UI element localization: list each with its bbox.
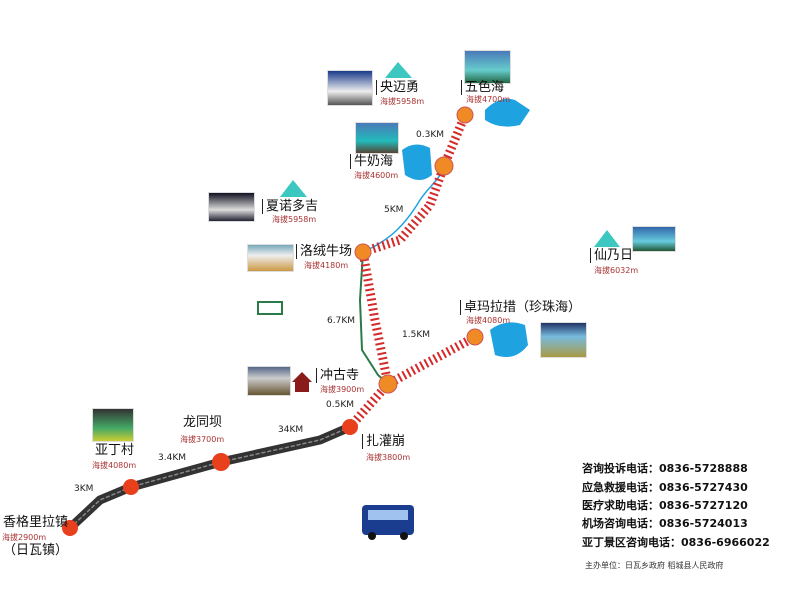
contact-phone: 0836-5727120 — [659, 499, 748, 512]
contact-label: 医疗求助电话： — [582, 499, 659, 512]
label-yadingcun: 亚丁村 — [95, 443, 135, 458]
contact-phone: 0836-6966022 — [681, 536, 770, 549]
label-chonggusi: 冲古寺 — [316, 368, 359, 383]
contact-emergency: 应急救援电话：0836-5727430 — [582, 479, 748, 495]
sightseeing-car-icon — [257, 301, 283, 315]
contact-phone: 0836-5727430 — [659, 481, 748, 494]
alt-xiannairi: 海拔6032m — [594, 266, 639, 275]
alt-yangmaiyong: 海拔5958m — [380, 97, 425, 106]
bus-icon — [362, 505, 414, 540]
photo-niunaihai — [355, 122, 399, 154]
mountain-icons — [280, 62, 620, 247]
contact-label: 亚丁景区咨询电话： — [582, 536, 681, 549]
alt-luorong: 海拔4180m — [304, 261, 349, 270]
photo-chonggusi — [247, 366, 291, 396]
contact-phone: 0836-5724013 — [659, 517, 748, 530]
distance-label: 34KM — [278, 425, 304, 435]
contact-scenic: 亚丁景区咨询电话：0836-6966022 — [582, 534, 770, 550]
photo-zhuomalacuo — [540, 322, 587, 358]
alt-yadingcun: 海拔4080m — [92, 461, 137, 470]
distance-label: 3KM — [74, 484, 94, 494]
label-xiannairi: 仙乃日 — [590, 248, 633, 263]
lakes — [402, 98, 530, 358]
alt-chonggusi: 海拔3900m — [320, 385, 365, 394]
distance-label: 1.5KM — [402, 330, 430, 340]
label-zhaguanbeng: 扎灌崩 — [362, 434, 405, 449]
alt-zhuomalacuo: 海拔4080m — [466, 316, 511, 325]
distance-label: 5KM — [384, 205, 404, 215]
distance-label: 0.5KM — [326, 400, 354, 410]
photo-wusehai — [464, 50, 511, 84]
contact-medical: 医疗求助电话：0836-5727120 — [582, 497, 748, 513]
lake-niunai — [402, 144, 432, 180]
temple-icon — [292, 372, 312, 392]
distance-label: 0.3KM — [416, 130, 444, 140]
contact-label: 应急救援电话： — [582, 481, 659, 494]
contact-phone: 0836-5728888 — [659, 462, 748, 475]
contact-complaint: 咨询投诉电话：0836-5728888 — [582, 460, 748, 476]
alt-niunaihai: 海拔4600m — [354, 171, 399, 180]
label-xianggelila: 香格里拉镇 — [3, 515, 69, 530]
label-zhuomalacuo: 卓玛拉措（珍珠海） — [460, 300, 581, 315]
distance-label: 6.7KM — [327, 316, 355, 326]
label-niunaihai: 牛奶海 — [350, 154, 393, 169]
alt-longtongba: 海拔3700m — [180, 435, 225, 444]
label-yangmaiyong: 央迈勇 — [376, 80, 419, 95]
label-longtongba: 龙同坝 — [183, 415, 223, 430]
label-xianuoduoji: 夏诺多吉 — [262, 199, 318, 214]
alt-xianggelila: 海拔2900m — [2, 533, 47, 542]
photo-yadingcun — [92, 408, 134, 442]
photo-xiannairi — [632, 226, 676, 252]
photo-xianuoduoji — [208, 192, 255, 222]
alt-xianuoduoji: 海拔5958m — [272, 215, 317, 224]
photo-yangmaiyong — [327, 70, 373, 106]
label-riwa: （日瓦镇） — [3, 543, 69, 558]
contact-label: 咨询投诉电话： — [582, 462, 659, 475]
alt-zhaguanbeng: 海拔3800m — [366, 453, 411, 462]
distance-label: 3.4KM — [158, 453, 186, 463]
alt-wusehai: 海拔4700m — [466, 95, 511, 104]
label-wusehai: 五色海 — [461, 80, 504, 95]
lake-zhuoma — [490, 322, 528, 358]
lake-wuse — [485, 98, 530, 127]
contact-label: 机场咨询电话： — [582, 517, 659, 530]
road — [65, 422, 355, 533]
footer-organizer: 主办单位：日瓦乡政府 稻城县人民政府 — [585, 561, 724, 570]
photo-luorong — [247, 244, 294, 272]
route-nodes — [62, 106, 484, 536]
contact-airport: 机场咨询电话：0836-5724013 — [582, 515, 748, 531]
label-luorong: 洛绒牛场 — [296, 244, 352, 259]
